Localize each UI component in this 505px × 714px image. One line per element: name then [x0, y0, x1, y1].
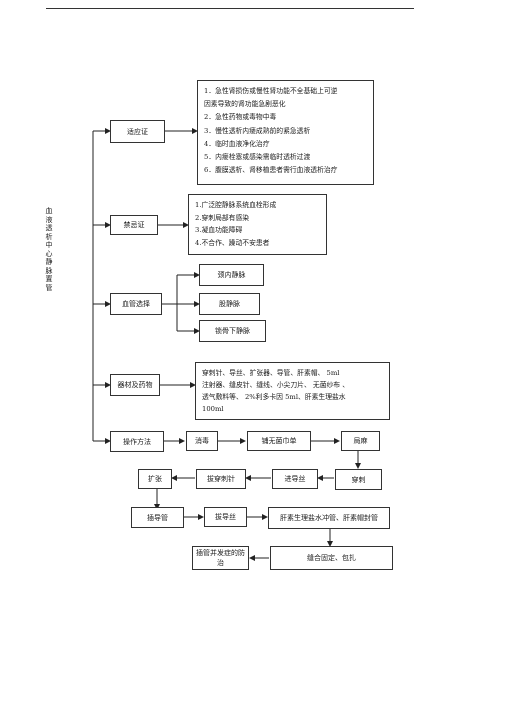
step-complications: 插管并发症的防治 [192, 546, 249, 570]
indications-item: 5．内瘘栓塞或感染需临时透析过渡 [204, 153, 311, 162]
step-label: 插导管 [147, 513, 168, 522]
vessel-option-label: 股静脉 [219, 300, 240, 308]
indications-label: 适应证 [127, 127, 148, 136]
diagram-title: 血液透析中心静脉置管 [45, 207, 53, 292]
step-drape: 铺无菌巾单 [247, 431, 311, 451]
contraindications-list-box: 1.广泛腔静脉系统血栓形成 2.穿刺局部有感染 3.凝血功能障碍 4.不合作、躁… [188, 194, 327, 255]
step-label: 拔导丝 [215, 513, 236, 521]
indications-item: 因素导致的肾功能急剧恶化 [204, 100, 286, 109]
contraindications-item: 2.穿刺局部有感染 [195, 213, 250, 222]
step-label: 穿刺 [351, 475, 366, 484]
materials-list-box: 穿刺针、导丝、扩张器、导管、肝素帽、 5ml 注射器、缝皮针、缝线、小尖刀片、 … [195, 362, 390, 420]
step-label: 局麻 [353, 437, 368, 445]
indications-list-box: 1．急性肾损伤或慢性肾功能不全基础上可逆 因素导致的肾功能急剧恶化 2．急性药物… [197, 80, 374, 185]
step-label: 消毒 [195, 437, 209, 445]
materials-label: 器材及药物 [117, 381, 153, 389]
step-fix: 缝合固定、包扎 [270, 546, 393, 570]
step-label: 肝素生理盐水冲管、肝素帽封管 [280, 514, 378, 522]
materials-line: 注射器、缝皮针、缝线、小尖刀片、 无菌纱布 、 [202, 381, 350, 389]
step-disinfect: 消毒 [186, 431, 218, 451]
vessel-label: 血管选择 [122, 300, 150, 308]
indications-item: 1．急性肾损伤或慢性肾功能不全基础上可逆 [204, 87, 338, 95]
materials-label-box: 器材及药物 [110, 374, 160, 396]
step-puncture: 穿刺 [335, 469, 382, 490]
step-label: 进导丝 [284, 475, 306, 483]
step-flush: 肝素生理盐水冲管、肝素帽封管 [268, 507, 390, 529]
procedure-label-box: 操作方法 [110, 431, 164, 452]
step-remove-guidewire: 拔导丝 [204, 507, 247, 527]
step-insert-guidewire: 进导丝 [272, 469, 318, 489]
indications-item: 6．腹膜透析、肾移植患者需行血液透析治疗 [204, 166, 338, 175]
contraindications-item: 1.广泛腔静脉系统血栓形成 [195, 201, 277, 209]
materials-line: 100ml [202, 405, 224, 413]
indications-label-box: 适应证 [110, 120, 165, 143]
indications-item: 4．临时血液净化治疗 [204, 139, 270, 148]
step-label: 扩张 [148, 475, 162, 483]
vessel-option-subclavian: 锁骨下静脉 [199, 320, 266, 342]
indications-item: 2．急性药物或毒物中毒 [204, 113, 277, 122]
contraindications-label: 禁忌证 [123, 221, 145, 229]
step-label: 插管并发症的防治 [196, 549, 245, 567]
step-remove-needle: 拔穿刺针 [196, 469, 246, 489]
indications-item: 3．慢性透析内瘘成熟前的紧急透析 [204, 126, 311, 135]
contraindications-item: 3.凝血功能障碍 [195, 226, 243, 234]
materials-line: 透气敷料等、 2%利多卡因 5ml、肝素生理盐水 [202, 393, 346, 401]
step-dilate: 扩张 [138, 469, 172, 489]
step-label: 缝合固定、包扎 [307, 554, 356, 562]
step-label: 铺无菌巾单 [261, 437, 297, 445]
vessel-option-jugular: 颈内静脉 [199, 264, 264, 286]
vessel-option-label: 锁骨下静脉 [215, 327, 250, 335]
step-label: 拔穿刺针 [207, 475, 235, 483]
contraindications-label-box: 禁忌证 [110, 215, 158, 235]
header-rule [46, 8, 414, 9]
materials-line: 穿刺针、导丝、扩张器、导管、肝素帽、 5ml [202, 369, 340, 377]
contraindications-item: 4.不合作、躁动不安患者 [195, 238, 270, 247]
procedure-label: 操作方法 [123, 437, 151, 446]
step-insert-catheter: 插导管 [131, 507, 184, 528]
vessel-option-label: 颈内静脉 [217, 271, 246, 279]
vessel-label-box: 血管选择 [110, 293, 162, 315]
vessel-option-femoral: 股静脉 [199, 293, 260, 315]
step-anesthesia: 局麻 [341, 431, 380, 451]
